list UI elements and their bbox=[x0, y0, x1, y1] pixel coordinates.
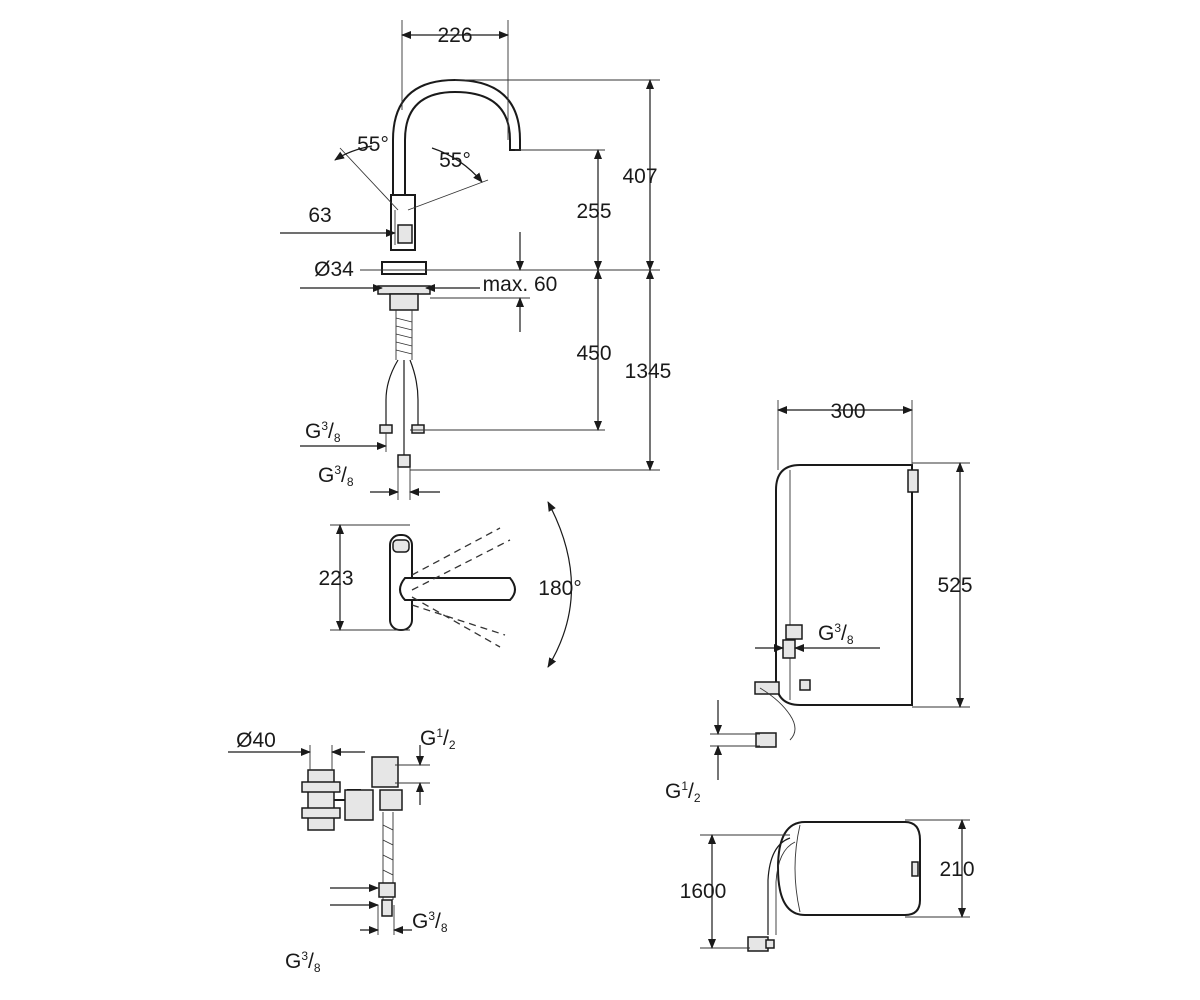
dim-boiler-inlet: G1/2 bbox=[665, 779, 701, 805]
valve-assembly: Ø40 G1/2 G3/8 G3/8 bbox=[228, 726, 456, 975]
valve-tee-flange-bottom bbox=[301, 807, 341, 819]
dim-boiler-depth: 210 bbox=[939, 858, 974, 881]
dim-lever-angle-right: 55° bbox=[439, 149, 471, 172]
boiler-cable-inner bbox=[775, 841, 796, 935]
valve-hose-pattern bbox=[382, 824, 394, 876]
dim-cable-length: 1600 bbox=[680, 880, 727, 903]
plan-spout-swivel-down bbox=[411, 596, 506, 648]
boiler-inlet-fitting bbox=[754, 681, 780, 695]
faucet-connector-lower bbox=[397, 454, 411, 468]
boiler-connector-top bbox=[785, 624, 803, 640]
dim-valve-outlet-right: G3/8 bbox=[412, 909, 448, 935]
dim-connection-upper: G3/8 bbox=[305, 419, 341, 445]
valve-inlet-fitting bbox=[371, 756, 399, 788]
faucet-elevation: 226 407 255 450 1345 55° 55° 63 Ø34 bbox=[280, 20, 671, 500]
dim-overall-length: 1345 bbox=[625, 360, 672, 383]
dim-spout-height: 255 bbox=[576, 200, 611, 223]
faucet-spout bbox=[392, 78, 521, 206]
dim-base-diameter: Ø34 bbox=[314, 258, 354, 281]
dim-boiler-width: 300 bbox=[830, 400, 865, 423]
boiler-plug bbox=[747, 936, 769, 952]
boiler-front: 300 525 G3/8 G1/2 bbox=[665, 400, 973, 805]
boiler-top-indicator bbox=[911, 861, 919, 877]
faucet-lever bbox=[397, 224, 413, 244]
dim-lever-angle-left: 55° bbox=[357, 133, 389, 156]
dim-connection-lower: G3/8 bbox=[318, 463, 354, 489]
valve-outlet-fitting bbox=[379, 789, 403, 811]
faucet-connector-mid bbox=[411, 424, 425, 434]
dim-max-thickness: max. 60 bbox=[483, 273, 558, 296]
dim-swivel-angle: 180° bbox=[538, 577, 581, 600]
dim-boiler-connection: G3/8 bbox=[818, 621, 854, 647]
boiler-side-fitting bbox=[799, 679, 811, 691]
faucet-mount-nut bbox=[377, 285, 431, 295]
valve-bottom-nut bbox=[381, 899, 393, 917]
dim-total-height: 407 bbox=[622, 165, 657, 188]
faucet-connector-upper bbox=[379, 424, 393, 434]
valve-tee-body bbox=[307, 769, 335, 831]
boiler-top-edge bbox=[794, 824, 801, 913]
valve-bottom-connector bbox=[378, 882, 396, 898]
boiler-top-tab bbox=[907, 469, 919, 493]
valve-tee-flange-top bbox=[301, 781, 341, 793]
boiler-connector-mid bbox=[782, 639, 796, 659]
dim-boiler-height: 525 bbox=[937, 574, 972, 597]
faucet-plan: 223 180° bbox=[318, 501, 582, 668]
dim-lever-offset: 63 bbox=[308, 204, 331, 227]
boiler-cable bbox=[767, 837, 791, 935]
boiler-inlet-hose bbox=[759, 687, 796, 741]
boiler-top: 1600 210 bbox=[680, 819, 975, 952]
faucet-hose-right bbox=[409, 359, 419, 425]
dim-valve-inlet: G1/2 bbox=[420, 726, 456, 752]
faucet-mount-body bbox=[389, 293, 419, 311]
plan-spout-swivel-up bbox=[411, 527, 511, 591]
dim-hose-length: 450 bbox=[576, 342, 611, 365]
dim-plan-depth: 223 bbox=[318, 567, 353, 590]
faucet-hose-left bbox=[385, 359, 399, 425]
boiler-bottom-fitting bbox=[755, 732, 777, 748]
boiler-top-body bbox=[776, 821, 921, 916]
valve-box bbox=[344, 789, 374, 821]
dim-valve-outlet-bottom: G3/8 bbox=[285, 949, 321, 975]
dim-spout-width: 226 bbox=[437, 24, 472, 47]
boiler-body bbox=[775, 464, 913, 706]
plan-lever bbox=[392, 539, 410, 553]
faucet-base-ring bbox=[381, 261, 427, 275]
plan-spout-center bbox=[399, 577, 516, 601]
dim-valve-diameter: Ø40 bbox=[236, 729, 276, 752]
faucet-shank bbox=[395, 310, 413, 360]
boiler-plug-pins bbox=[765, 939, 775, 949]
